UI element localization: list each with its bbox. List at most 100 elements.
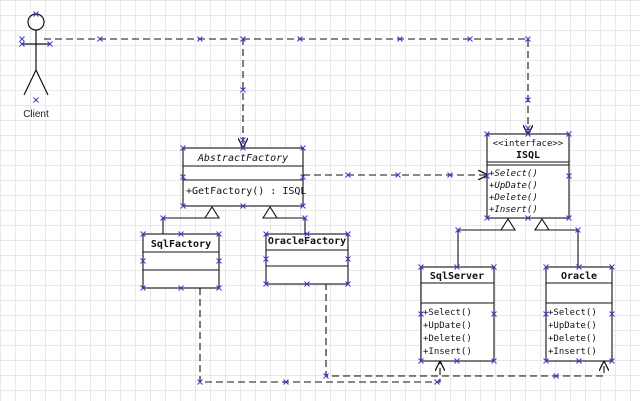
sqlserver-op-select: +Select() [423, 308, 472, 318]
actor-left-leg [23, 69, 37, 96]
selection-handle-x[interactable] [566, 215, 572, 221]
selection-handle-x[interactable] [525, 215, 531, 221]
selection-handle-x[interactable] [575, 227, 581, 233]
selection-handle-x[interactable] [454, 358, 460, 364]
abstractfactory-class[interactable]: AbstractFactory +GetFactory() : ISQL [182, 147, 306, 207]
selection-handle-x[interactable] [33, 97, 39, 103]
selection-handle-x[interactable] [180, 174, 186, 180]
selection-handle-x[interactable] [609, 311, 615, 317]
selection-handle-x[interactable] [609, 358, 615, 364]
selection-handle-x[interactable] [418, 311, 424, 317]
selection-handle-x[interactable] [397, 36, 403, 42]
selection-handle-x[interactable] [240, 145, 246, 151]
selection-handle-x[interactable] [525, 36, 531, 42]
selection-handle-x[interactable] [300, 174, 306, 180]
sqlserver-op-delete: +Delete() [423, 334, 472, 344]
selection-handle-x[interactable] [178, 285, 184, 291]
selection-handle-x[interactable] [47, 41, 53, 47]
selection-handle-x[interactable] [447, 172, 453, 178]
selection-handle-x[interactable] [525, 131, 531, 137]
selection-handle-x[interactable] [345, 172, 351, 178]
selection-handle-x[interactable] [434, 379, 440, 385]
oraclefactory-class[interactable]: OracleFactory [265, 233, 349, 285]
actor-label: Client [23, 109, 49, 120]
selection-handle-x[interactable] [543, 358, 549, 364]
selection-handle-x[interactable] [566, 173, 572, 179]
selection-handle-x[interactable] [566, 131, 572, 137]
selection-handle-x[interactable] [345, 231, 351, 237]
selection-handle-x[interactable] [576, 264, 582, 270]
selection-handle-x[interactable] [140, 285, 146, 291]
selection-handle-x[interactable] [553, 373, 559, 379]
selection-handle-x[interactable] [19, 36, 25, 42]
selection-handle-x[interactable] [240, 87, 246, 93]
selection-handle-x[interactable] [197, 36, 203, 42]
oracle-op-select: +Select() [548, 308, 597, 318]
selection-handle-x[interactable] [19, 41, 25, 47]
oracle-class[interactable]: Oracle +Select() +UpDate() +Delete() +In… [545, 266, 613, 362]
selection-handle-x[interactable] [395, 172, 401, 178]
selection-handle-x[interactable] [297, 36, 303, 42]
abstractfactory-triangle-right [261, 205, 279, 219]
selection-handle-x[interactable] [216, 285, 222, 291]
selection-handle-x[interactable] [345, 256, 351, 262]
selection-handle-x[interactable] [240, 36, 246, 42]
selection-handle-x[interactable] [140, 231, 146, 237]
oracle-op-insert: +Insert() [548, 347, 597, 357]
selection-handle-x[interactable] [304, 231, 310, 237]
selection-handle-x[interactable] [263, 256, 269, 262]
selection-handle-x[interactable] [216, 231, 222, 237]
selection-handle-x[interactable] [609, 264, 615, 270]
actor-right-leg [35, 69, 49, 96]
selection-handle-x[interactable] [484, 131, 490, 137]
selection-handle-x[interactable] [543, 264, 549, 270]
isql-stereotype: <<interface>> [493, 139, 564, 149]
selection-handle-x[interactable] [180, 203, 186, 209]
selection-handle-x[interactable] [525, 125, 531, 131]
selection-handle-x[interactable] [345, 281, 351, 287]
selection-handle-x[interactable] [484, 215, 490, 221]
selection-handle-x[interactable] [491, 358, 497, 364]
selection-handle-x[interactable] [491, 264, 497, 270]
selection-handle-x[interactable] [240, 203, 246, 209]
isql-name: ISQL [516, 150, 540, 161]
selection-handle-x[interactable] [178, 231, 184, 237]
inheritance-triangles [203, 205, 551, 231]
isql-interface[interactable]: <<interface>> ISQL +Select() +UpDate() +… [486, 133, 570, 219]
selection-handle-x[interactable] [467, 36, 473, 42]
selection-handle-x[interactable] [197, 379, 203, 385]
selection-handle-x[interactable] [97, 36, 103, 42]
selection-handle-x[interactable] [304, 281, 310, 287]
selection-handle-x[interactable] [300, 145, 306, 151]
selection-handle-x[interactable] [491, 311, 497, 317]
sqlfactory-to-sqlserver-dependency[interactable] [199, 288, 440, 383]
selection-handle-x[interactable] [525, 97, 531, 103]
oracle-name: Oracle [561, 271, 597, 282]
selection-handle-x[interactable] [263, 231, 269, 237]
selection-handle-x[interactable] [263, 281, 269, 287]
selection-handle-x[interactable] [543, 311, 549, 317]
client-to-isql-dependency[interactable] [243, 38, 528, 134]
selection-handle-x[interactable] [240, 137, 246, 143]
selection-handle-x[interactable] [302, 215, 308, 221]
selection-handle-x[interactable] [140, 258, 146, 264]
selection-handle-x[interactable] [418, 358, 424, 364]
selection-handle-x[interactable] [180, 145, 186, 151]
sqlserver-class[interactable]: SqlServer +Select() +UpDate() +Delete() … [420, 266, 495, 362]
sqlfactory-name: SqlFactory [151, 239, 211, 250]
selection-handle-x[interactable] [216, 258, 222, 264]
oraclefactory-to-oracle-dependency[interactable] [325, 283, 604, 377]
selection-handle-x[interactable] [418, 264, 424, 270]
selection-handle-x[interactable] [33, 11, 39, 17]
selection-handle-x[interactable] [283, 379, 289, 385]
selection-handle-x[interactable] [576, 358, 582, 364]
selection-handle-x[interactable] [454, 264, 460, 270]
selection-handle-x[interactable] [484, 173, 490, 179]
selection-handle-x[interactable] [323, 373, 329, 379]
sqlfactory-class[interactable]: SqlFactory [142, 233, 220, 289]
selection-handle-x[interactable] [300, 203, 306, 209]
client-actor[interactable]: Client [22, 13, 50, 120]
selection-handle-x[interactable] [160, 215, 166, 221]
selection-handle-x[interactable] [455, 227, 461, 233]
isql-triangle-right [533, 217, 551, 231]
